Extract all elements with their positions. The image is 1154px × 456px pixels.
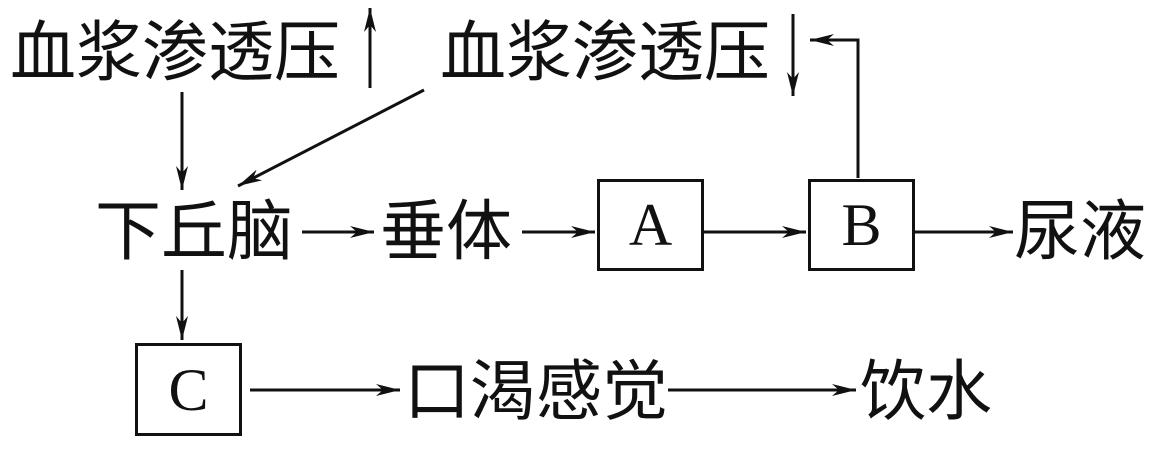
plasma-osmotic-pressure-decrease-label: 血浆渗透压 [440, 14, 770, 91]
box-a: A [597, 179, 704, 271]
drink-water-label: 饮水 [860, 353, 992, 430]
plasma-osmotic-pressure-increase-label: 血浆渗透压 [10, 14, 340, 91]
urine-label: 尿液 [1014, 193, 1146, 270]
box-c-letter: C [168, 356, 209, 423]
pituitary-label: 垂体 [380, 193, 512, 270]
box-b-letter: B [841, 192, 882, 258]
arrow-b-to-plasma-osmotic-decrease [810, 34, 860, 178]
arrow-plasma-decrease-to-hypothalamus [237, 88, 425, 188]
box-b: B [808, 179, 915, 271]
thirst-label: 口渴感觉 [404, 353, 668, 430]
hypothalamus-label: 下丘脑 [95, 193, 293, 270]
box-c: C [135, 343, 242, 436]
box-a-letter: A [628, 192, 673, 258]
